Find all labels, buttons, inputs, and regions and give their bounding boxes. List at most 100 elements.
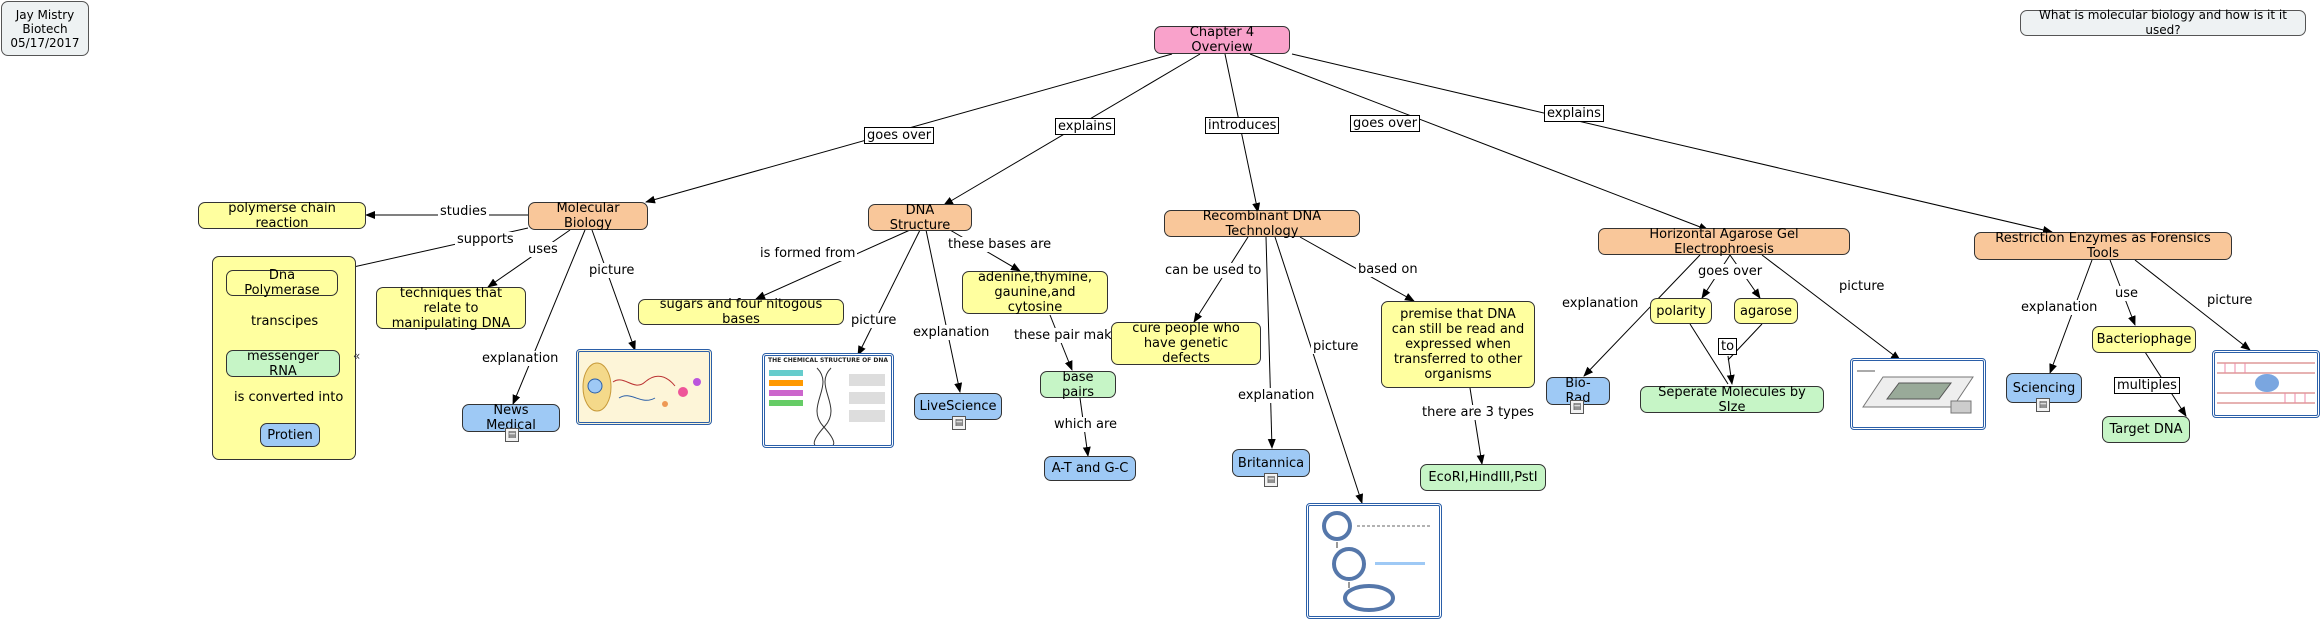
node-pcr[interactable]: polymerse chain reaction xyxy=(198,200,366,231)
label-picture-mb: picture xyxy=(587,263,637,278)
node-recomb-label: Recombinant DNA Technology xyxy=(1202,208,1322,239)
node-molecular-biology[interactable]: Molecular Biology xyxy=(528,201,648,231)
restriction-enzyme-thumbnail[interactable] xyxy=(2212,350,2320,418)
label-studies: studies xyxy=(438,204,489,219)
resource-icon[interactable]: ▤ xyxy=(1570,400,1584,414)
gel-box-icon xyxy=(1857,370,1974,414)
link-ag-biorad xyxy=(1583,254,1701,377)
link-re-picture xyxy=(2134,259,2251,351)
label-use: use xyxy=(2113,286,2141,301)
node-bacteriophage-label: Bacteriophage xyxy=(2096,332,2192,347)
label-based-on: based on xyxy=(1356,262,1420,277)
label-picture-ag: picture xyxy=(1837,279,1887,294)
link-ds-sugars xyxy=(755,229,911,300)
resource-icon[interactable]: ▤ xyxy=(505,428,519,442)
label-to: to xyxy=(1718,338,1738,355)
label-goes-over-1: goes over xyxy=(864,127,935,144)
dna-cutting-icon xyxy=(2217,362,2315,404)
link-to-separate xyxy=(1726,355,1735,385)
cell-diagram-thumbnail[interactable] xyxy=(576,349,712,425)
link-re-sciencing xyxy=(2049,259,2093,374)
node-target-dna[interactable]: Target DNA xyxy=(2102,416,2190,443)
node-agarose-gel[interactable]: Horizontal Agarose Gel Electrophroesis xyxy=(1598,227,1850,257)
label-transcipes: transcipes xyxy=(249,314,321,329)
node-chapter-overview[interactable]: Chapter 4 Overview xyxy=(1154,25,1290,55)
dna-structure-thumbnail[interactable]: THE CHEMICAL STRUCTURE OF DNA xyxy=(762,353,894,448)
focus-question-text: What is molecular biology and how is it … xyxy=(2039,8,2287,37)
course-name: Biotech xyxy=(22,21,68,36)
plasmid-diagram-icon xyxy=(1322,511,1431,612)
label-picture-re: picture xyxy=(2205,293,2255,308)
node-dnastruct-label: DNA Structure xyxy=(889,202,951,233)
node-techniques[interactable]: techniques that relate to manipulating D… xyxy=(376,285,526,331)
node-overview-label: Chapter 4 Overview xyxy=(1189,25,1255,55)
label-uses: uses xyxy=(526,242,560,257)
link-ds-picture xyxy=(857,229,921,356)
node-protein-label: Protien xyxy=(267,427,313,443)
node-recombinant-dna[interactable]: Recombinant DNA Technology xyxy=(1164,208,1360,239)
node-agarose-label: agarose xyxy=(1740,303,1792,319)
label-is-formed-from: is formed from xyxy=(758,246,858,261)
label-explanation-mb: explanation xyxy=(480,351,561,366)
node-dna-polymerase[interactable]: Dna Polymerase xyxy=(226,268,338,298)
label-these-pair-make: these pair make xyxy=(1012,328,1122,343)
info-date: 05/17/2017 xyxy=(10,35,80,50)
node-molbio-label: Molecular Biology xyxy=(556,201,620,231)
node-cure-defects[interactable]: cure people who have genetic defects xyxy=(1111,321,1261,366)
node-bacteriophage[interactable]: Bacteriophage xyxy=(2092,326,2196,353)
label-goes-over-2: goes over xyxy=(1350,115,1421,132)
node-sugars-bases[interactable]: sugars and four nitogous bases xyxy=(638,297,844,327)
resource-icon[interactable]: ▤ xyxy=(2036,398,2050,412)
focus-question[interactable]: What is molecular biology and how is it … xyxy=(2020,8,2306,37)
node-premise[interactable]: premise that DNA can still be read and e… xyxy=(1381,301,1535,388)
node-cure-label: cure people who have genetic defects xyxy=(1132,321,1240,366)
label-picture-ds: picture xyxy=(849,313,899,328)
label-which-are: which are xyxy=(1052,417,1120,432)
label-multiples: multiples xyxy=(2114,377,2180,394)
cell-diagram-icon xyxy=(582,362,701,412)
node-dna-structure[interactable]: DNA Structure xyxy=(868,202,972,233)
node-news-medical[interactable]: News Medical xyxy=(462,403,560,433)
plasmid-thumbnail[interactable] xyxy=(1306,503,1442,619)
node-base-pairs[interactable]: base pairs xyxy=(1040,370,1116,400)
label-introduces: introduces xyxy=(1205,117,1280,134)
resource-icon[interactable]: ▤ xyxy=(1264,473,1278,487)
node-ecori[interactable]: EcoRI,HindIII,PstI xyxy=(1420,464,1546,491)
collapse-icon[interactable]: « xyxy=(353,349,361,363)
label-explains-1: explains xyxy=(1055,118,1115,135)
node-protein[interactable]: Protien xyxy=(260,423,320,447)
node-polarity-label: polarity xyxy=(1656,303,1706,319)
node-livescience[interactable]: LiveScience xyxy=(914,393,1002,420)
resource-icon[interactable]: ▤ xyxy=(952,416,966,430)
node-restriction-label: Restriction Enzymes as Forensics Tools xyxy=(1995,231,2211,261)
node-agarose[interactable]: agarose xyxy=(1734,298,1798,324)
link-recomb-picture xyxy=(1274,236,1364,504)
node-newsmed-label: News Medical xyxy=(486,403,536,433)
node-mrna-label: messenger RNA xyxy=(246,348,320,379)
label-supports: supports xyxy=(455,232,516,247)
node-separate-label: Seperate Molecules by SIze xyxy=(1658,384,1806,415)
node-pcr-label: polymerse chain reaction xyxy=(228,200,336,231)
node-bases-list[interactable]: adenine,thymine, gaunine,and cytosine xyxy=(962,270,1108,315)
node-at-gc[interactable]: A-T and G-C xyxy=(1044,456,1136,481)
link-ds-livescience xyxy=(925,229,963,393)
node-techniques-label: techniques that relate to manipulating D… xyxy=(391,285,511,331)
node-livescience-label: LiveScience xyxy=(919,399,997,414)
link-polarity-separate xyxy=(1689,323,1729,385)
node-bases-label: adenine,thymine, gaunine,and cytosine xyxy=(977,270,1093,315)
node-polarity[interactable]: polarity xyxy=(1650,298,1712,324)
gel-apparatus-thumbnail[interactable] xyxy=(1850,358,1986,430)
node-separate-molecules[interactable]: Seperate Molecules by SIze xyxy=(1640,384,1824,415)
link-molbio-picture xyxy=(591,229,636,351)
link-overview-agarose xyxy=(1249,53,1709,231)
node-messenger-rna[interactable]: messenger RNA xyxy=(226,348,340,379)
link-molbio-newsmed xyxy=(512,229,586,405)
label-is-converted-into: is converted into xyxy=(232,390,346,405)
link-overview-restriction xyxy=(1291,53,2053,234)
node-restriction-enzymes[interactable]: Restriction Enzymes as Forensics Tools xyxy=(1974,231,2232,261)
node-sugars-label: sugars and four nitogous bases xyxy=(659,297,823,327)
link-recomb-cure xyxy=(1193,236,1249,323)
label-these-bases-are: these bases are xyxy=(946,237,1054,252)
node-dnapol-label: Dna Polymerase xyxy=(244,268,320,298)
node-britannica[interactable]: Britannica xyxy=(1232,449,1310,477)
